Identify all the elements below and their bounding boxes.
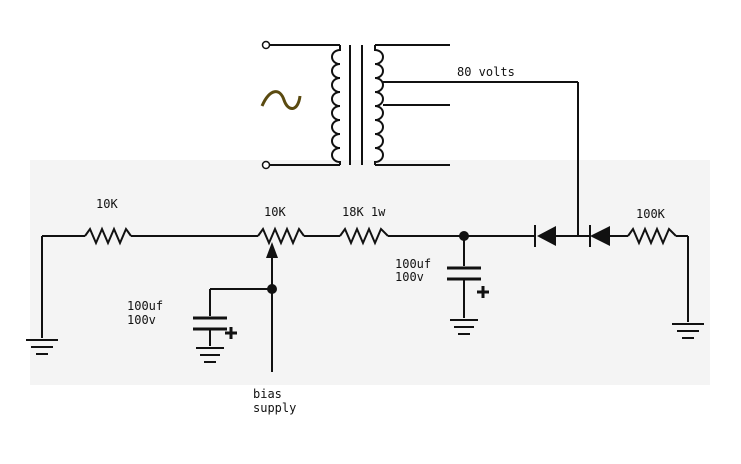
diode-d1 — [537, 226, 556, 246]
primary-terminal-top — [261, 40, 271, 50]
c2-value-label: 100uf — [395, 257, 431, 271]
diode-d2 — [590, 226, 610, 246]
transformer — [260, 40, 578, 170]
output-label-line2: supply — [253, 401, 296, 415]
c1-voltage-label: 100v — [127, 313, 156, 327]
c1-value-label: 100uf — [127, 299, 163, 313]
ground-right — [672, 236, 704, 339]
primary-coil — [331, 45, 341, 165]
resistor-r1 — [84, 226, 132, 246]
capacitor-c1 — [193, 289, 237, 363]
r3-label: 100K — [636, 207, 666, 221]
wiper-arrow-icon — [266, 242, 278, 258]
potentiometer — [257, 226, 305, 246]
scan-background — [30, 160, 710, 385]
capacitor-c2 — [447, 236, 489, 335]
resistor-r3 — [627, 226, 677, 246]
resistor-r2 — [339, 226, 389, 246]
ac-source-icon — [260, 90, 302, 110]
pot-wiper-output — [210, 242, 278, 372]
secondary-coil — [374, 45, 384, 165]
output-label-line1: bias — [253, 387, 282, 401]
r2-label: 18K 1w — [342, 205, 386, 219]
ground-left — [26, 236, 58, 355]
r1-label: 10K — [96, 197, 118, 211]
pot-label: 10K — [264, 205, 286, 219]
primary-terminal-bottom — [261, 160, 271, 170]
main-rail — [42, 225, 688, 247]
c2-voltage-label: 100v — [395, 270, 424, 284]
secondary-voltage-label: 80 volts — [457, 65, 515, 79]
